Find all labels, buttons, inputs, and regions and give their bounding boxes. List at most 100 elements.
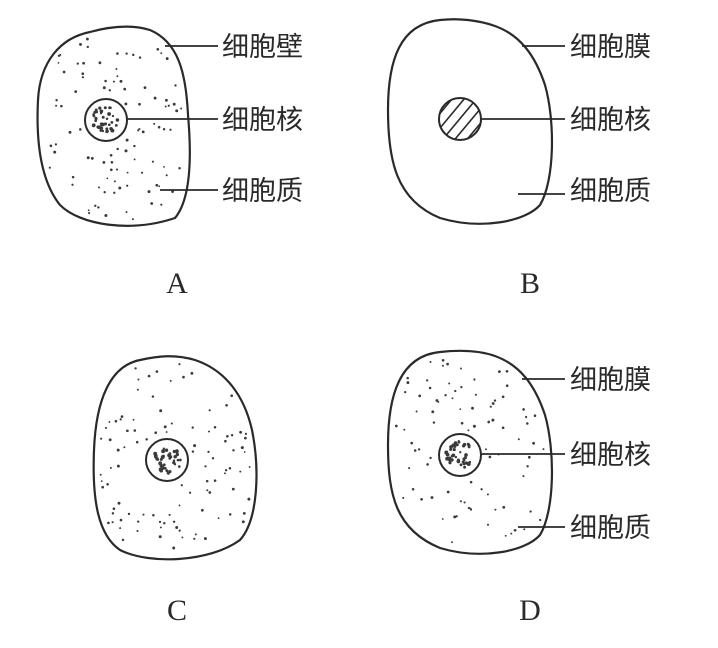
cytoplasm-dot [120,418,122,420]
cytoplasm-dot [106,483,109,486]
chromatin-speck [467,443,470,446]
cytoplasm-dot [242,520,245,523]
cytoplasm-dot [487,493,489,495]
cytoplasm-dot [543,448,545,450]
cytoplasm-dot [175,109,178,112]
cytoplasm-dot [160,52,162,54]
cytoplasm-dot [420,498,423,501]
chromatin-speck [176,452,179,455]
cytoplasm-dot [152,395,154,397]
nucleus-a [85,99,127,141]
cytoplasm-dot [526,422,529,425]
cytoplasm-dot [218,517,220,519]
cytoplasm-dot [122,539,124,541]
cytoplasm-dot [168,105,170,107]
cytoplasm-dot [145,438,147,440]
panel-c-letter: C [167,594,187,627]
cytoplasm-dot [447,491,450,494]
cytoplasm-dot [139,56,141,58]
cytoplasm-dot [120,519,123,522]
cytoplasm-dot [209,409,211,411]
cytoplasm-dot [99,61,102,64]
cytoplasm-dot [502,395,505,398]
cytoplasm-dot [193,538,195,540]
cytoplasm-dot [514,529,517,532]
cytoplasm-dot [206,489,208,491]
chromatin-speck [92,123,96,127]
chromatin-speck [102,116,105,119]
cytoplasm-dot [100,438,102,440]
cytoplasm-dot [444,394,446,396]
cytoplasm-dot [158,126,161,129]
cytoplasm-dot [485,448,487,450]
cytoplasm-dot [102,161,105,164]
panel-d-letter: D [519,594,541,627]
cytoplasm-dot [190,372,193,375]
cytoplasm-dot [137,520,139,522]
cytoplasm-dot [448,383,450,385]
cytoplasm-dot [459,408,461,410]
cytoplasm-dot [148,375,151,378]
cytoplasm-dot [487,421,490,424]
cytoplasm-dot [134,158,136,160]
cytoplasm-dot [451,541,453,543]
cytoplasm-dot [91,157,94,160]
chromatin-speck [173,455,176,458]
cytoplasm-dot [138,103,141,106]
cytoplasm-dot [117,465,120,468]
cytoplasm-dot [82,62,85,65]
cytoplasm-dot [179,529,181,531]
cytoplasm-dot [133,145,135,147]
chromatin-speck [163,463,166,466]
cytoplasm-dot [94,205,96,207]
cytoplasm-dot [87,46,89,48]
cytoplasm-dot [166,431,168,433]
cytoplasm-dot [69,131,72,134]
cytoplasm-dot [403,429,405,431]
cytoplasm-dot [100,474,102,476]
cytoplasm-dot [175,526,178,529]
panel-c: C [94,356,257,627]
cytoplasm-dot [429,387,432,390]
cytoplasm-dot [206,480,209,483]
chromatin-speck [459,451,461,453]
cytoplasm-dot [115,68,117,70]
chromatin-speck [460,463,463,466]
cytoplasm-dot [480,488,482,490]
cytoplasm-dot [55,143,57,145]
cytoplasm-dot [109,438,112,441]
cytoplasm-dot [107,522,110,525]
label-b-membrane: 细胞膜 [570,32,651,63]
cytoplasm-dot [154,431,157,434]
cytoplasm-dot [126,139,129,142]
cytoplasm-dot [87,156,90,159]
cytoplasm-dot [160,526,162,528]
cytoplasm-dot [475,394,477,396]
cytoplasm-dot [452,397,454,399]
cytoplasm-dot [166,174,168,176]
cytoplasm-dot [454,390,456,392]
cytoplasm-dot [179,504,181,506]
cytoplasm-dot [471,407,474,410]
cytoplasm-dot [406,381,409,384]
cytoplasm-dot [522,475,524,477]
cytoplasm-dot [154,97,157,100]
chromatin-speck [108,123,111,126]
cytoplasm-dot [132,218,134,220]
chromatin-speck [178,465,181,468]
cytoplasm-dot [433,421,435,423]
cytoplasm-dot [104,191,106,193]
cytoplasm-dot [470,481,473,484]
cytoplasm-dot [126,429,129,432]
cytoplasm-dot [112,521,114,523]
cytoplasm-dot [539,519,541,521]
cytoplasm-dot [117,148,119,150]
chromatin-speck [462,444,465,447]
label-a-cytoplasm: 细胞质 [222,176,303,207]
label-d-membrane: 细胞膜 [570,365,651,396]
cytoplasm-dot [525,416,527,418]
cytoplasm-dot [239,431,242,434]
cytoplasm-dot [172,547,175,550]
label-b-cytoplasm: 细胞质 [570,176,651,207]
